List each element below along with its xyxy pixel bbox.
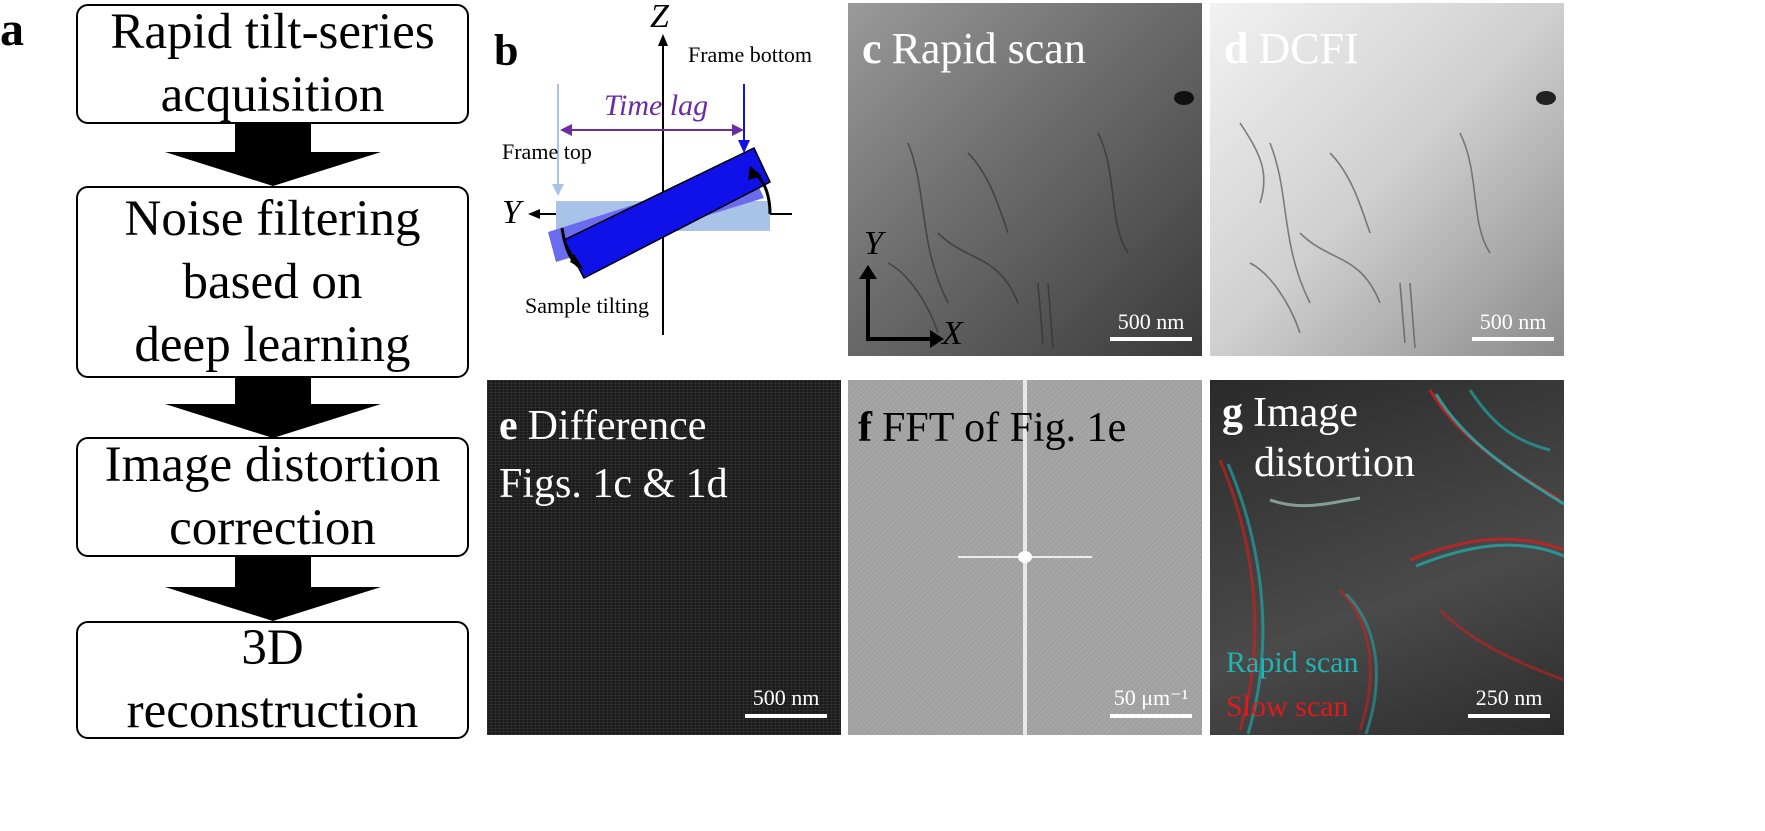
frame-top-arrowhead xyxy=(552,184,564,196)
flow-step-acquisition: Rapid tilt-series acquisition xyxy=(76,4,469,124)
axis-y-label: Y xyxy=(502,194,521,231)
sample-tilting-label: Sample tilting xyxy=(525,293,650,318)
panel-d-letter: d xyxy=(1224,24,1249,73)
flow-step-3d-reconstruction-label: 3D reconstruction xyxy=(126,620,419,739)
time-lag-arrowhead-right xyxy=(732,124,744,136)
panel-g-title-line2: distortion xyxy=(1254,440,1416,486)
panel-f-scalebar xyxy=(1110,714,1192,718)
panel-f-scale-label: 50 μm⁻¹ xyxy=(1113,685,1189,710)
panel-e-scalebar xyxy=(745,714,827,718)
panel-c-letter: c xyxy=(862,24,882,73)
overlay-dislocations xyxy=(1218,389,1564,735)
legend-rapid-scan: Rapid scan xyxy=(1226,646,1359,679)
panel-e-title-line1: Difference xyxy=(527,403,707,449)
panel-e-scale-label: 500 nm xyxy=(752,685,820,710)
y-axis-arrowhead xyxy=(528,209,540,219)
panel-c-title: Rapid scan xyxy=(891,24,1086,73)
flow-step-noise-filtering: Noise filtering based on deep learning xyxy=(76,186,469,378)
dislocation-lines xyxy=(887,91,1194,349)
frame-bottom-arrowhead xyxy=(738,140,750,153)
time-lag-arrowhead-left xyxy=(560,124,572,136)
rotation-arrowhead-left xyxy=(570,254,584,270)
rotation-arrowhead-right xyxy=(748,166,762,180)
tilt-schematic xyxy=(528,34,792,335)
z-axis-arrowhead xyxy=(658,34,668,46)
flow-arrow-1 xyxy=(165,124,381,186)
panel-e-title-line2: Figs. 1c & 1d xyxy=(499,461,728,507)
dislocation-lines xyxy=(1239,91,1556,349)
flow-step-distortion-correction: Image distortion correction xyxy=(76,437,469,557)
fft-center-spot xyxy=(1018,551,1032,563)
xy-axis-arrowheads xyxy=(859,265,944,348)
panel-a-letter: a xyxy=(0,3,24,56)
xy-axis-horizontal xyxy=(866,337,932,341)
panel-f-title: FFT of Fig. 1e xyxy=(882,405,1127,451)
flow-arrow-2 xyxy=(165,378,381,438)
flow-step-acquisition-label: Rapid tilt-series acquisition xyxy=(110,4,435,123)
legend-slow-scan: Slow scan xyxy=(1226,690,1349,723)
panel-g-scale-label: 250 nm xyxy=(1475,685,1543,710)
time-lag-label: Time lag xyxy=(604,89,709,122)
panel-c-scalebar xyxy=(1110,337,1192,341)
flow-arrow-3 xyxy=(165,557,381,621)
panel-g-scalebar xyxy=(1468,714,1550,718)
panel-d-title: DCFI xyxy=(1258,24,1359,73)
axis-z-label: Z xyxy=(650,0,669,35)
panel-b-letter: b xyxy=(494,26,519,75)
panel-d-scalebar xyxy=(1472,337,1554,341)
panel-c-scale-label: 500 nm xyxy=(1117,309,1185,334)
flow-step-noise-filtering-label: Noise filtering based on deep learning xyxy=(124,190,421,373)
panel-c-axis-y: Y xyxy=(864,225,883,262)
frame-bottom-label: Frame bottom xyxy=(688,42,813,67)
panel-c-axis-x: X xyxy=(942,315,963,352)
panel-e-letter: e xyxy=(499,403,518,449)
panel-g-letter: g xyxy=(1222,390,1243,436)
frame-top-label: Frame top xyxy=(502,139,592,164)
panel-d-scale-label: 500 nm xyxy=(1479,309,1547,334)
flow-step-distortion-correction-label: Image distortion correction xyxy=(104,437,441,556)
xy-axis-vertical xyxy=(866,275,870,341)
panel-g-title-line1: Image xyxy=(1253,390,1358,436)
flow-step-3d-reconstruction: 3D reconstruction xyxy=(76,620,469,739)
panel-f-letter: f xyxy=(858,405,872,451)
